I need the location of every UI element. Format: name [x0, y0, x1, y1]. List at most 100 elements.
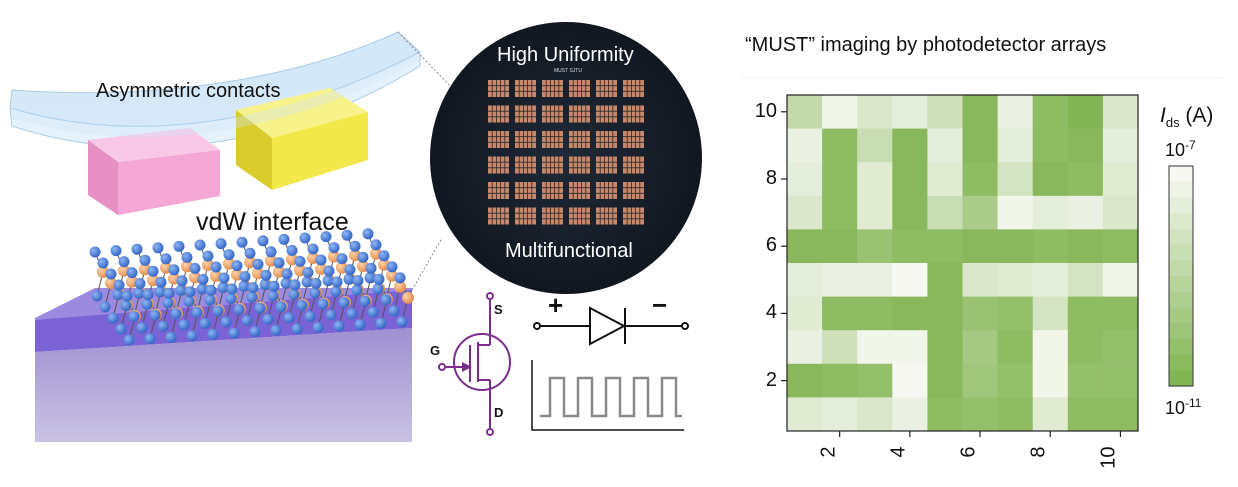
chalcogen-atom-top [152, 242, 164, 254]
chalcogen-atom-bottom [144, 333, 156, 345]
chalcogen-atom-bottom [267, 290, 279, 302]
heatmap-cell [857, 95, 893, 130]
chalcogen-atom-bottom [149, 309, 161, 321]
heatmap-cell [1102, 229, 1139, 264]
chalcogen-atom-bottom [343, 273, 355, 285]
heatmap-cell [997, 263, 1034, 298]
heatmap-cell [927, 128, 963, 163]
colorbar-label-symbol: I [1160, 104, 1166, 127]
wafer-chip [569, 156, 590, 174]
chalcogen-atom-bottom [204, 294, 216, 306]
heatmap-cell [892, 162, 928, 197]
heatmap-cell [1032, 263, 1069, 298]
chalcogen-atom-top [236, 236, 248, 248]
heatmap-cell [787, 128, 823, 163]
heatmap-cell [927, 397, 963, 432]
heatmap-cell [1032, 128, 1069, 163]
heatmap-cell [997, 397, 1034, 432]
chalcogen-atom-top [281, 268, 293, 280]
chalcogen-atom-top [197, 273, 209, 285]
heatmap-cell [787, 397, 823, 432]
chalcogen-atom-bottom [220, 316, 232, 328]
chalcogen-atom-top [328, 242, 340, 254]
y-tick-label: 10 [754, 99, 777, 122]
chalcogen-atom-bottom [170, 308, 182, 320]
heatmap-cell [787, 195, 823, 230]
wafer-chip [488, 105, 509, 123]
heatmap-cell [1032, 330, 1069, 365]
chalcogen-atom-bottom [238, 280, 250, 292]
chalcogen-atom-bottom [296, 299, 308, 311]
heatmap-cell [1032, 296, 1069, 331]
chalcogen-atom-bottom [330, 286, 342, 298]
heatmap-cell [822, 397, 858, 432]
heatmap-cell [962, 263, 999, 298]
chalcogen-atom-bottom [225, 293, 237, 305]
chalcogen-atom-top [89, 246, 101, 258]
heatmap-cell [1032, 95, 1069, 130]
chalcogen-atom-bottom [322, 275, 334, 287]
chalcogen-atom-bottom [304, 310, 316, 322]
drain-label: D [494, 405, 504, 420]
heatmap-title: “MUST” imaging by photodetector arrays [745, 34, 1107, 56]
chalcogen-atom-top [189, 262, 201, 274]
wafer-chip [623, 131, 644, 148]
heatmap-cell [822, 229, 858, 264]
chalcogen-atom-top [320, 231, 332, 243]
chalcogen-atom-bottom [346, 308, 358, 320]
heatmap-cell [997, 330, 1034, 365]
chalcogen-atom-bottom [123, 334, 135, 346]
chalcogen-atom-top [142, 289, 154, 301]
chalcogen-atom-top [323, 265, 335, 277]
heatmap-cell [1102, 397, 1139, 432]
heatmap-cell [857, 330, 893, 365]
chalcogen-atom-bottom [249, 326, 261, 338]
figure-canvas [9, 22, 1222, 442]
heatmap-cells [787, 95, 1139, 432]
chalcogen-atom-top [194, 239, 206, 251]
chalcogen-atom-top [341, 229, 353, 241]
chalcogen-atom-top [218, 272, 230, 284]
transistor-circle [453, 333, 511, 391]
heatmap-cell [1032, 397, 1069, 432]
colorbar-step [1169, 354, 1193, 371]
heatmap-cell [857, 296, 893, 331]
chalcogen-atom-bottom [375, 317, 387, 329]
heatmap-cell [997, 195, 1034, 230]
minus-sign: − [652, 290, 668, 320]
chalcogen-atom-bottom [270, 324, 282, 336]
chalcogen-atom-top [265, 246, 277, 258]
chalcogen-atom-top [134, 278, 146, 290]
heatmap-cell [962, 330, 999, 365]
colorbar-step [1169, 323, 1193, 340]
chalcogen-atom-top [365, 262, 377, 274]
heatmap-cell [787, 229, 823, 264]
high-uniformity-label: High Uniformity [497, 44, 634, 66]
chalcogen-atom-bottom [154, 286, 166, 298]
chalcogen-atom-top [173, 240, 185, 252]
chalcogen-atom-bottom [207, 328, 219, 340]
chalcogen-atom-bottom [280, 277, 292, 289]
chalcogen-atom-top [202, 250, 214, 262]
wafer-chip [515, 131, 536, 148]
heatmap-cell [962, 363, 999, 398]
chalcogen-atom-bottom [120, 300, 132, 312]
chalcogen-atom-top [205, 284, 217, 296]
heatmap-cell [997, 363, 1034, 398]
gate-arrow-icon [462, 362, 472, 372]
colorbar-top-label: 10-7 [1165, 138, 1196, 161]
chalcogen-atom-bottom [291, 323, 303, 335]
chalcogen-atom-top [352, 275, 364, 287]
chalcogen-atom-top [215, 238, 227, 250]
gate-terminal [438, 363, 446, 371]
wafer-chip [542, 156, 563, 174]
chalcogen-atom-top [181, 251, 193, 263]
wafer-chip [488, 207, 509, 225]
heatmap-cell [1032, 229, 1069, 264]
colorbar-step [1169, 228, 1193, 246]
y-tick-label: 4 [765, 301, 777, 324]
heatmap-cell [927, 296, 963, 331]
chalcogen-atom-bottom [186, 330, 198, 342]
source-label: S [494, 302, 503, 317]
wafer-chip [515, 156, 536, 174]
